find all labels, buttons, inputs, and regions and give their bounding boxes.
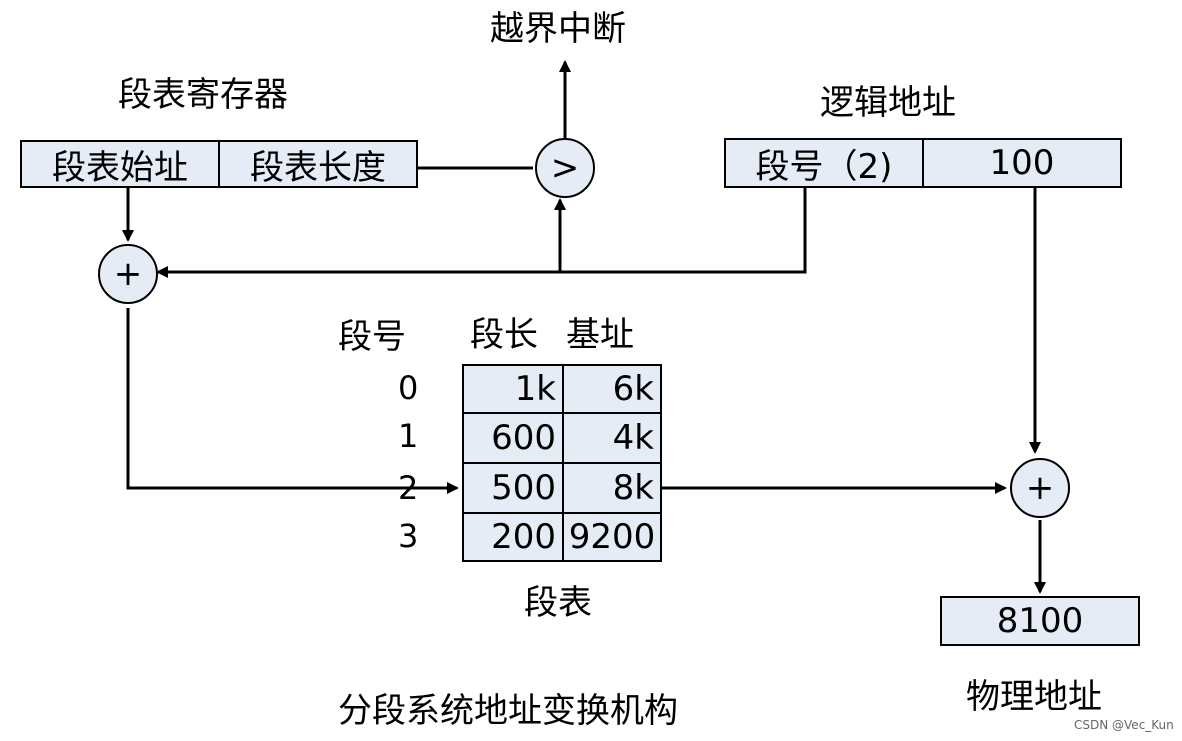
segment-register-label: 段表寄存器 [118,75,288,115]
register-length: 段表长度 [218,140,418,188]
cell-base-1: 4k [562,412,662,464]
physical-address-label: 物理地址 [966,677,1102,717]
cell-len-0: 1k [462,364,564,414]
line-segno-to-adder [156,188,807,278]
table-header-no: 段号 [338,317,406,357]
cell-base-0: 6k [562,364,662,414]
segment-table-label: 段表 [524,583,592,623]
cell-len-2: 500 [462,462,564,514]
row-index-3: 3 [398,517,419,555]
adder-top: + [98,244,158,304]
arrow-adder-to-table [126,308,459,494]
overflow-interrupt-label: 越界中断 [490,9,626,49]
row-index-0: 0 [398,369,419,407]
compare-operator: > [535,138,595,198]
register-start-addr: 段表始址 [20,140,220,188]
table-header-len: 段长 [470,315,538,355]
cell-base-2: 8k [562,462,662,514]
watermark: CSDN @Vec_Kun [1074,718,1174,732]
logical-segment-no: 段号（2) [724,138,924,188]
physical-address-value: 8100 [940,596,1140,646]
diagram-caption: 分段系统地址变换机构 [338,691,678,731]
cell-base-3: 9200 [562,512,662,562]
adder-right: + [1010,458,1070,518]
cell-len-3: 200 [462,512,564,562]
row-index-2: 2 [398,469,419,507]
logical-address-label: 逻辑地址 [820,83,956,123]
cell-len-1: 600 [462,412,564,464]
table-header-base: 基址 [566,315,634,355]
logical-offset: 100 [922,138,1122,188]
row-index-1: 1 [398,417,419,455]
